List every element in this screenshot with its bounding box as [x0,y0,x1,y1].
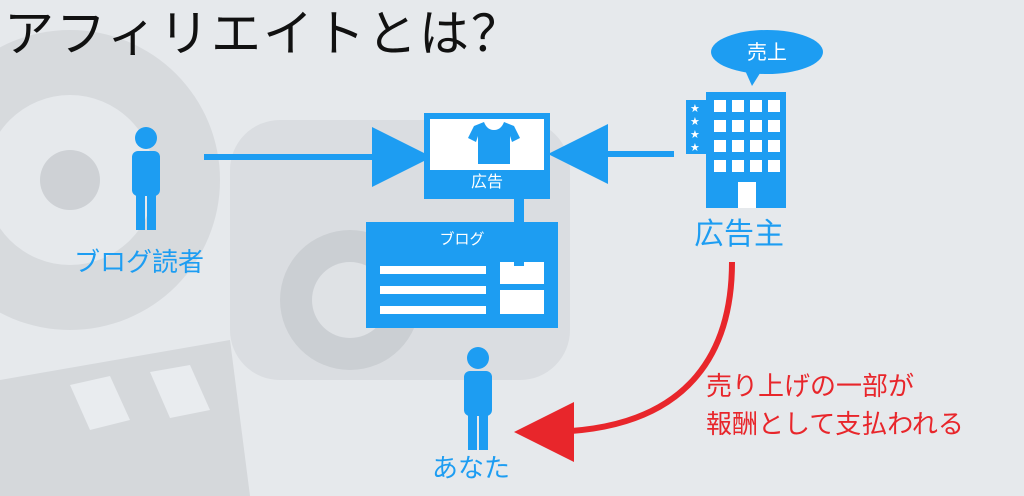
speech-bubble-icon [711,30,823,86]
reward-text-line-2: 報酬として支払われる [706,410,964,440]
svg-text:★: ★ [690,128,700,141]
star-icon: ★ ★ ★ ★ [690,102,700,154]
blog-window-title: ブログ [439,230,485,248]
tshirt-icon [468,122,520,164]
you-person-icon [464,347,492,450]
you-label: あなた [432,454,511,484]
ad-box [424,113,550,199]
building-icon: ★ ★ ★ ★ [686,92,786,208]
reader-label: ブログ読者 [74,248,205,278]
page-title: アフィリエイトとは？ [4,5,523,63]
reward-text-line-1: 売り上げの一部が [706,372,915,402]
svg-text:★: ★ [690,115,700,128]
blog-window-icon [366,222,558,328]
reader-person-icon [132,127,160,230]
advertiser-label: 広告主 [694,217,784,252]
ad-label: 広告 [470,172,503,191]
reward-arrow [514,261,735,462]
sales-bubble-label: 売上 [747,40,787,64]
svg-text:★: ★ [690,102,700,115]
svg-text:★: ★ [690,141,700,154]
ad-connector [514,196,524,266]
